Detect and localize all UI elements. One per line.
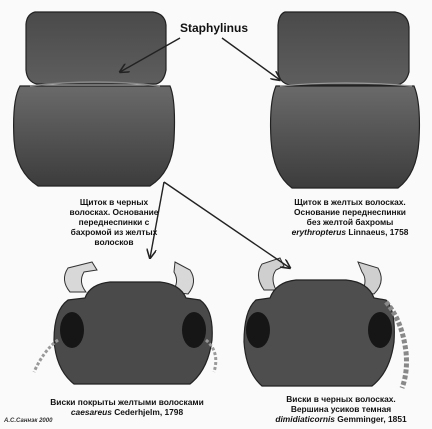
bottom-right-caption-line-2: Вершина усиков темная: [266, 404, 416, 414]
top-left-caption-line-1: Щиток в черных: [34, 197, 194, 207]
top-left-caption-line-3: переднеспинки с: [34, 217, 194, 227]
top-left-caption-line-4: бахромой из желтых: [34, 227, 194, 237]
top-left-caption-line-5: волосков: [34, 237, 194, 247]
diagram-title: Staphylinus: [180, 21, 248, 35]
top-right-caption-species-line: erythropterus Linnaeus, 1758: [270, 227, 430, 237]
bottom-left-caption-line-1: Виски покрыты желтыми волосками: [12, 397, 242, 407]
bottom-left-head-figure: [34, 262, 216, 384]
bottom-left-caption-species-line: caesareus Cederhjelm, 1798: [12, 407, 242, 417]
top-right-caption-line-2: Основание переднеспинки: [270, 207, 430, 217]
top-left-caption: Щиток в черных волосках. Основание перед…: [34, 197, 194, 247]
top-right-pronotum-figure: [271, 12, 420, 188]
bottom-left-author: Cederhjelm, 1798: [114, 407, 183, 417]
bottom-right-species: dimidiaticornis: [275, 414, 335, 424]
arrow-to-top-right: [222, 38, 280, 80]
bottom-right-author: Gemminger, 1851: [337, 414, 406, 424]
top-left-caption-line-2: волосках. Основание: [34, 207, 194, 217]
bottom-right-head-figure: [244, 258, 407, 388]
top-right-species: erythropterus: [292, 227, 346, 237]
top-right-caption: Щиток в желтых волосках. Основание перед…: [270, 197, 430, 237]
top-right-caption-line-3: без желтой бахромы: [270, 217, 430, 227]
bottom-left-species: caesareus: [71, 407, 112, 417]
bottom-right-caption-line-1: Виски в черных волосках.: [266, 394, 416, 404]
bottom-right-caption: Виски в черных волосках. Вершина усиков …: [266, 394, 416, 424]
top-right-caption-line-1: Щиток в желтых волосках.: [270, 197, 430, 207]
author-credit: А.С.Саннэк 2000: [4, 418, 52, 424]
top-right-author: Linnaeus, 1758: [348, 227, 408, 237]
bottom-left-caption: Виски покрыты желтыми волосками caesareu…: [12, 397, 242, 417]
bottom-right-caption-species-line: dimidiaticornis Gemminger, 1851: [266, 414, 416, 424]
top-left-pronotum-figure: [14, 12, 175, 186]
